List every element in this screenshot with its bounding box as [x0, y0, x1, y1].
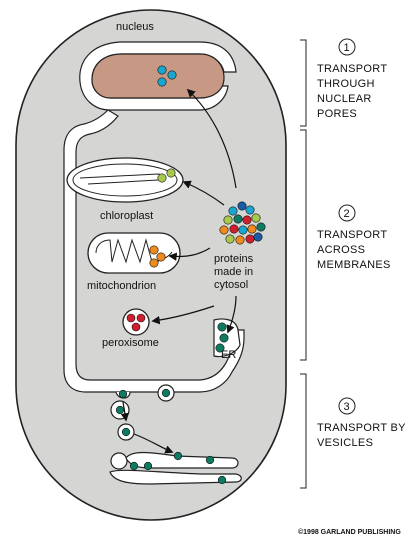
er-label: ER [221, 349, 236, 361]
step-2-line-2: ACROSS [317, 244, 365, 256]
step-1-number: 1 [344, 42, 350, 54]
arrow-vesicle-down [120, 401, 130, 422]
chloroplast [66, 157, 184, 203]
arrow-vesicle-to-golgi [133, 433, 174, 454]
proteins-label-line1: proteins [214, 253, 254, 265]
step-1-badge [338, 38, 356, 56]
step-2-number: 2 [344, 208, 350, 220]
chloroplast-label: chloroplast [100, 210, 153, 222]
arrow-to-chloroplast [182, 180, 225, 206]
nuclear-proteins [157, 65, 177, 87]
nucleus [91, 53, 225, 99]
step-3-line-1: TRANSPORT BY [317, 422, 406, 434]
step-3-line-2: VESICLES [317, 437, 373, 449]
mitochondrion-label: mitochondrion [87, 280, 156, 292]
er-proteins [215, 322, 229, 353]
arrow-to-er [226, 295, 237, 334]
peroxisome-proteins [126, 313, 146, 332]
nucleus-label: nucleus [116, 21, 154, 33]
bracket-step-1 [300, 39, 307, 127]
step-3-badge [338, 397, 356, 415]
step-2-badge [338, 204, 356, 222]
step-2-line-3: MEMBRANES [317, 259, 391, 271]
protein-cluster [219, 201, 266, 245]
er-channel [63, 109, 245, 393]
step-1-line-3: NUCLEAR [317, 93, 372, 105]
proteins-label-line2: made in [214, 266, 253, 278]
step-1-line-1: TRANSPORT [317, 63, 387, 75]
vesicle-3 [110, 452, 128, 470]
mitochondrion [87, 232, 181, 274]
arrow-to-nucleus [186, 88, 237, 189]
step-2-line-1: TRANSPORT [317, 229, 387, 241]
mitochondrion-proteins [149, 245, 166, 268]
bracket-step-2 [300, 129, 307, 361]
step-1-line-4: PORES [317, 108, 357, 120]
arrow-to-peroxisome [151, 305, 215, 325]
proteins-label-line3: cytosol [214, 279, 248, 291]
step-3-number: 3 [344, 401, 350, 413]
step-1-line-2: THROUGH [317, 78, 375, 90]
peroxisome-label: peroxisome [102, 337, 159, 349]
copyright: ©1998 GARLAND PUBLISHING [298, 528, 401, 536]
arrow-to-mitochondrion [168, 247, 211, 261]
bracket-step-3 [300, 373, 307, 489]
chloroplast-proteins [157, 168, 176, 183]
vesicle-proteins [115, 388, 227, 485]
